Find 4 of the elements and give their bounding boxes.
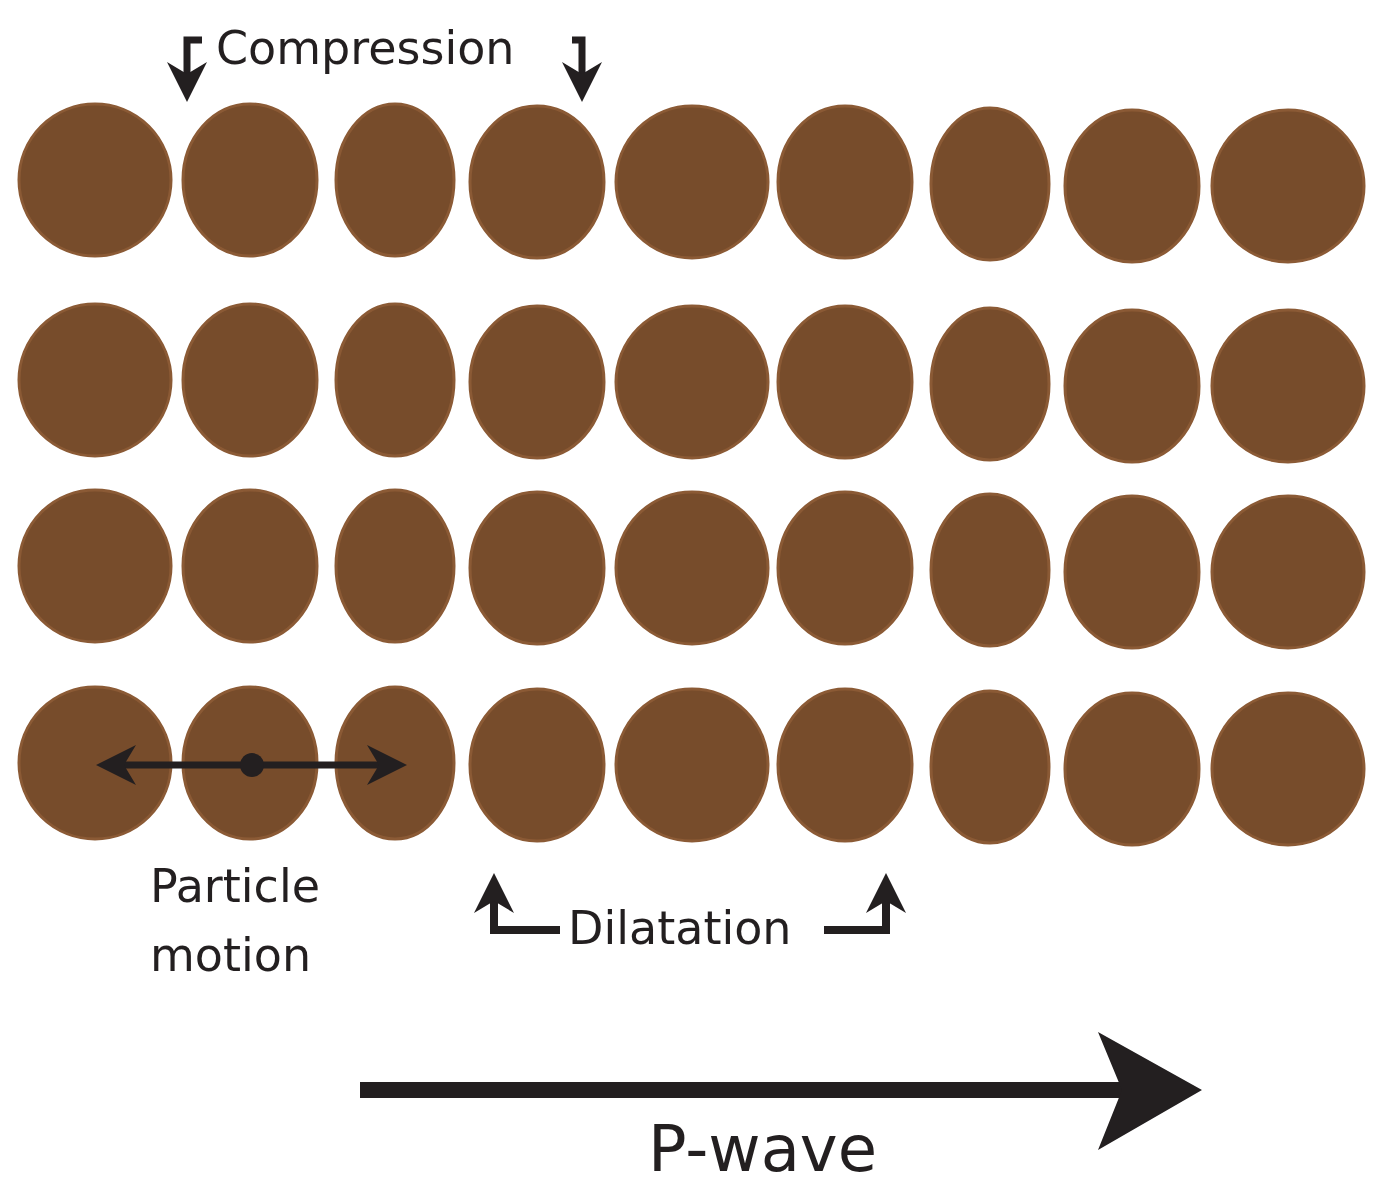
particle-motion-label: Particle motion [150,858,321,984]
dilatation-label: Dilatation [568,900,792,957]
compression-label: Compression [216,20,515,77]
wave-label: P-wave [648,1111,878,1188]
